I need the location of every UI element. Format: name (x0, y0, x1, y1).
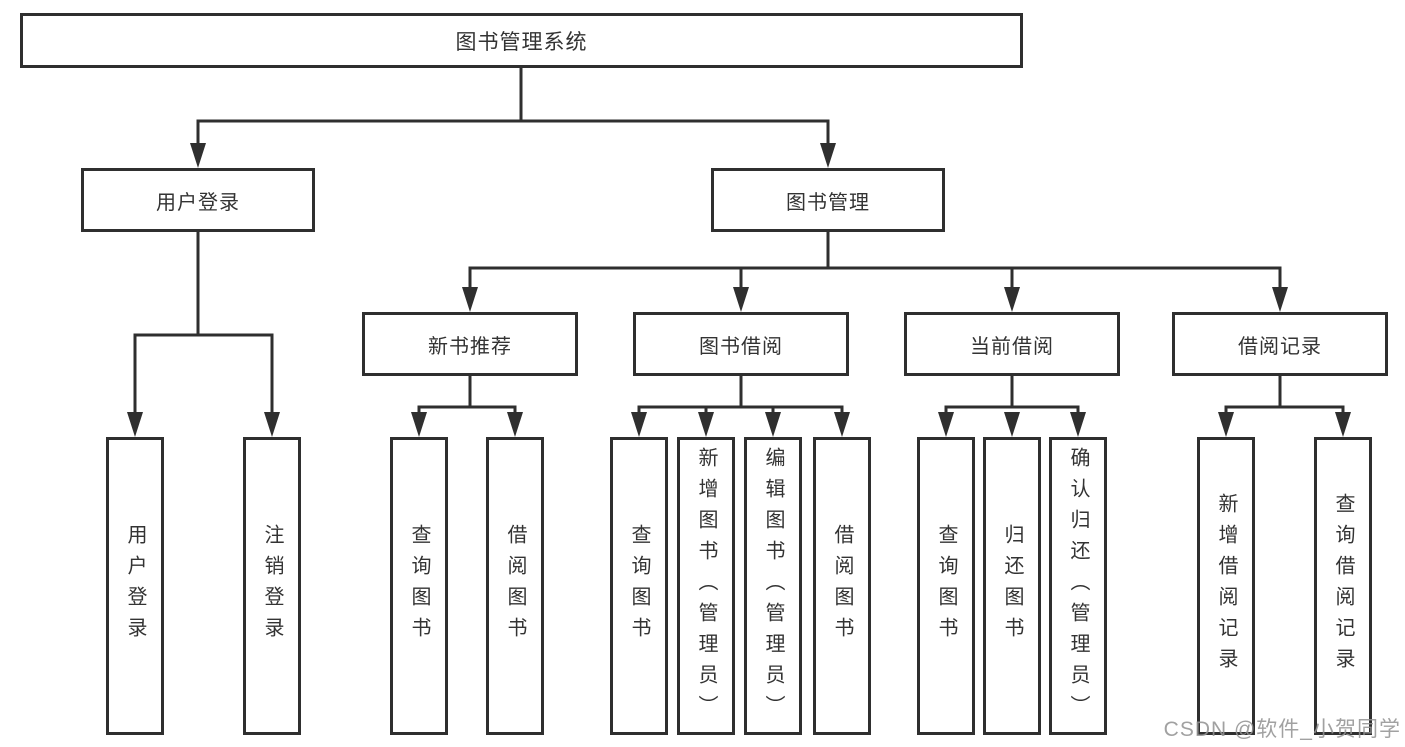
leaf-label: 确认归还（管理员） (1067, 446, 1089, 726)
leaf-label: 查询图书 (408, 524, 430, 648)
leaf-borrow-books-recommend: 借阅图书 (486, 437, 544, 735)
leaf-new-borrow-record: 新增借阅记录 (1197, 437, 1255, 735)
leaf-query-books-recommend: 查询图书 (390, 437, 448, 735)
leaf-return-books: 归还图书 (983, 437, 1041, 735)
leaf-label: 借阅图书 (831, 524, 853, 648)
leaf-label: 用户登录 (124, 524, 146, 648)
node-borrowing-records: 借阅记录 (1172, 312, 1388, 376)
leaf-logout: 注销登录 (243, 437, 301, 735)
leaf-label: 注销登录 (261, 524, 283, 648)
leaf-label: 查询图书 (935, 524, 957, 648)
leaf-query-books-current: 查询图书 (917, 437, 975, 735)
node-user-login: 用户登录 (81, 168, 315, 232)
leaf-label: 编辑图书（管理员） (762, 446, 784, 726)
leaf-edit-books-admin: 编辑图书（管理员） (744, 437, 802, 735)
leaf-label: 查询图书 (628, 524, 650, 648)
node-library-management-system: 图书管理系统 (20, 13, 1023, 68)
leaf-label: 新增借阅记录 (1215, 493, 1237, 679)
leaf-label: 新增图书（管理员） (695, 446, 717, 726)
node-book-management: 图书管理 (711, 168, 945, 232)
leaf-label: 借阅图书 (504, 524, 526, 648)
leaf-confirm-return-admin: 确认归还（管理员） (1049, 437, 1107, 735)
leaf-query-books-borrow: 查询图书 (610, 437, 668, 735)
leaf-query-borrow-record: 查询借阅记录 (1314, 437, 1372, 735)
watermark-text: CSDN @软件_小贺同学 (1163, 718, 1401, 741)
leaf-user-login: 用户登录 (106, 437, 164, 735)
node-book-borrowing: 图书借阅 (633, 312, 849, 376)
node-current-borrowing: 当前借阅 (904, 312, 1120, 376)
node-new-book-recommendation: 新书推荐 (362, 312, 578, 376)
leaf-label: 归还图书 (1001, 524, 1023, 648)
leaf-label: 查询借阅记录 (1332, 493, 1354, 679)
leaf-borrow-books-borrow: 借阅图书 (813, 437, 871, 735)
leaf-add-books-admin: 新增图书（管理员） (677, 437, 735, 735)
